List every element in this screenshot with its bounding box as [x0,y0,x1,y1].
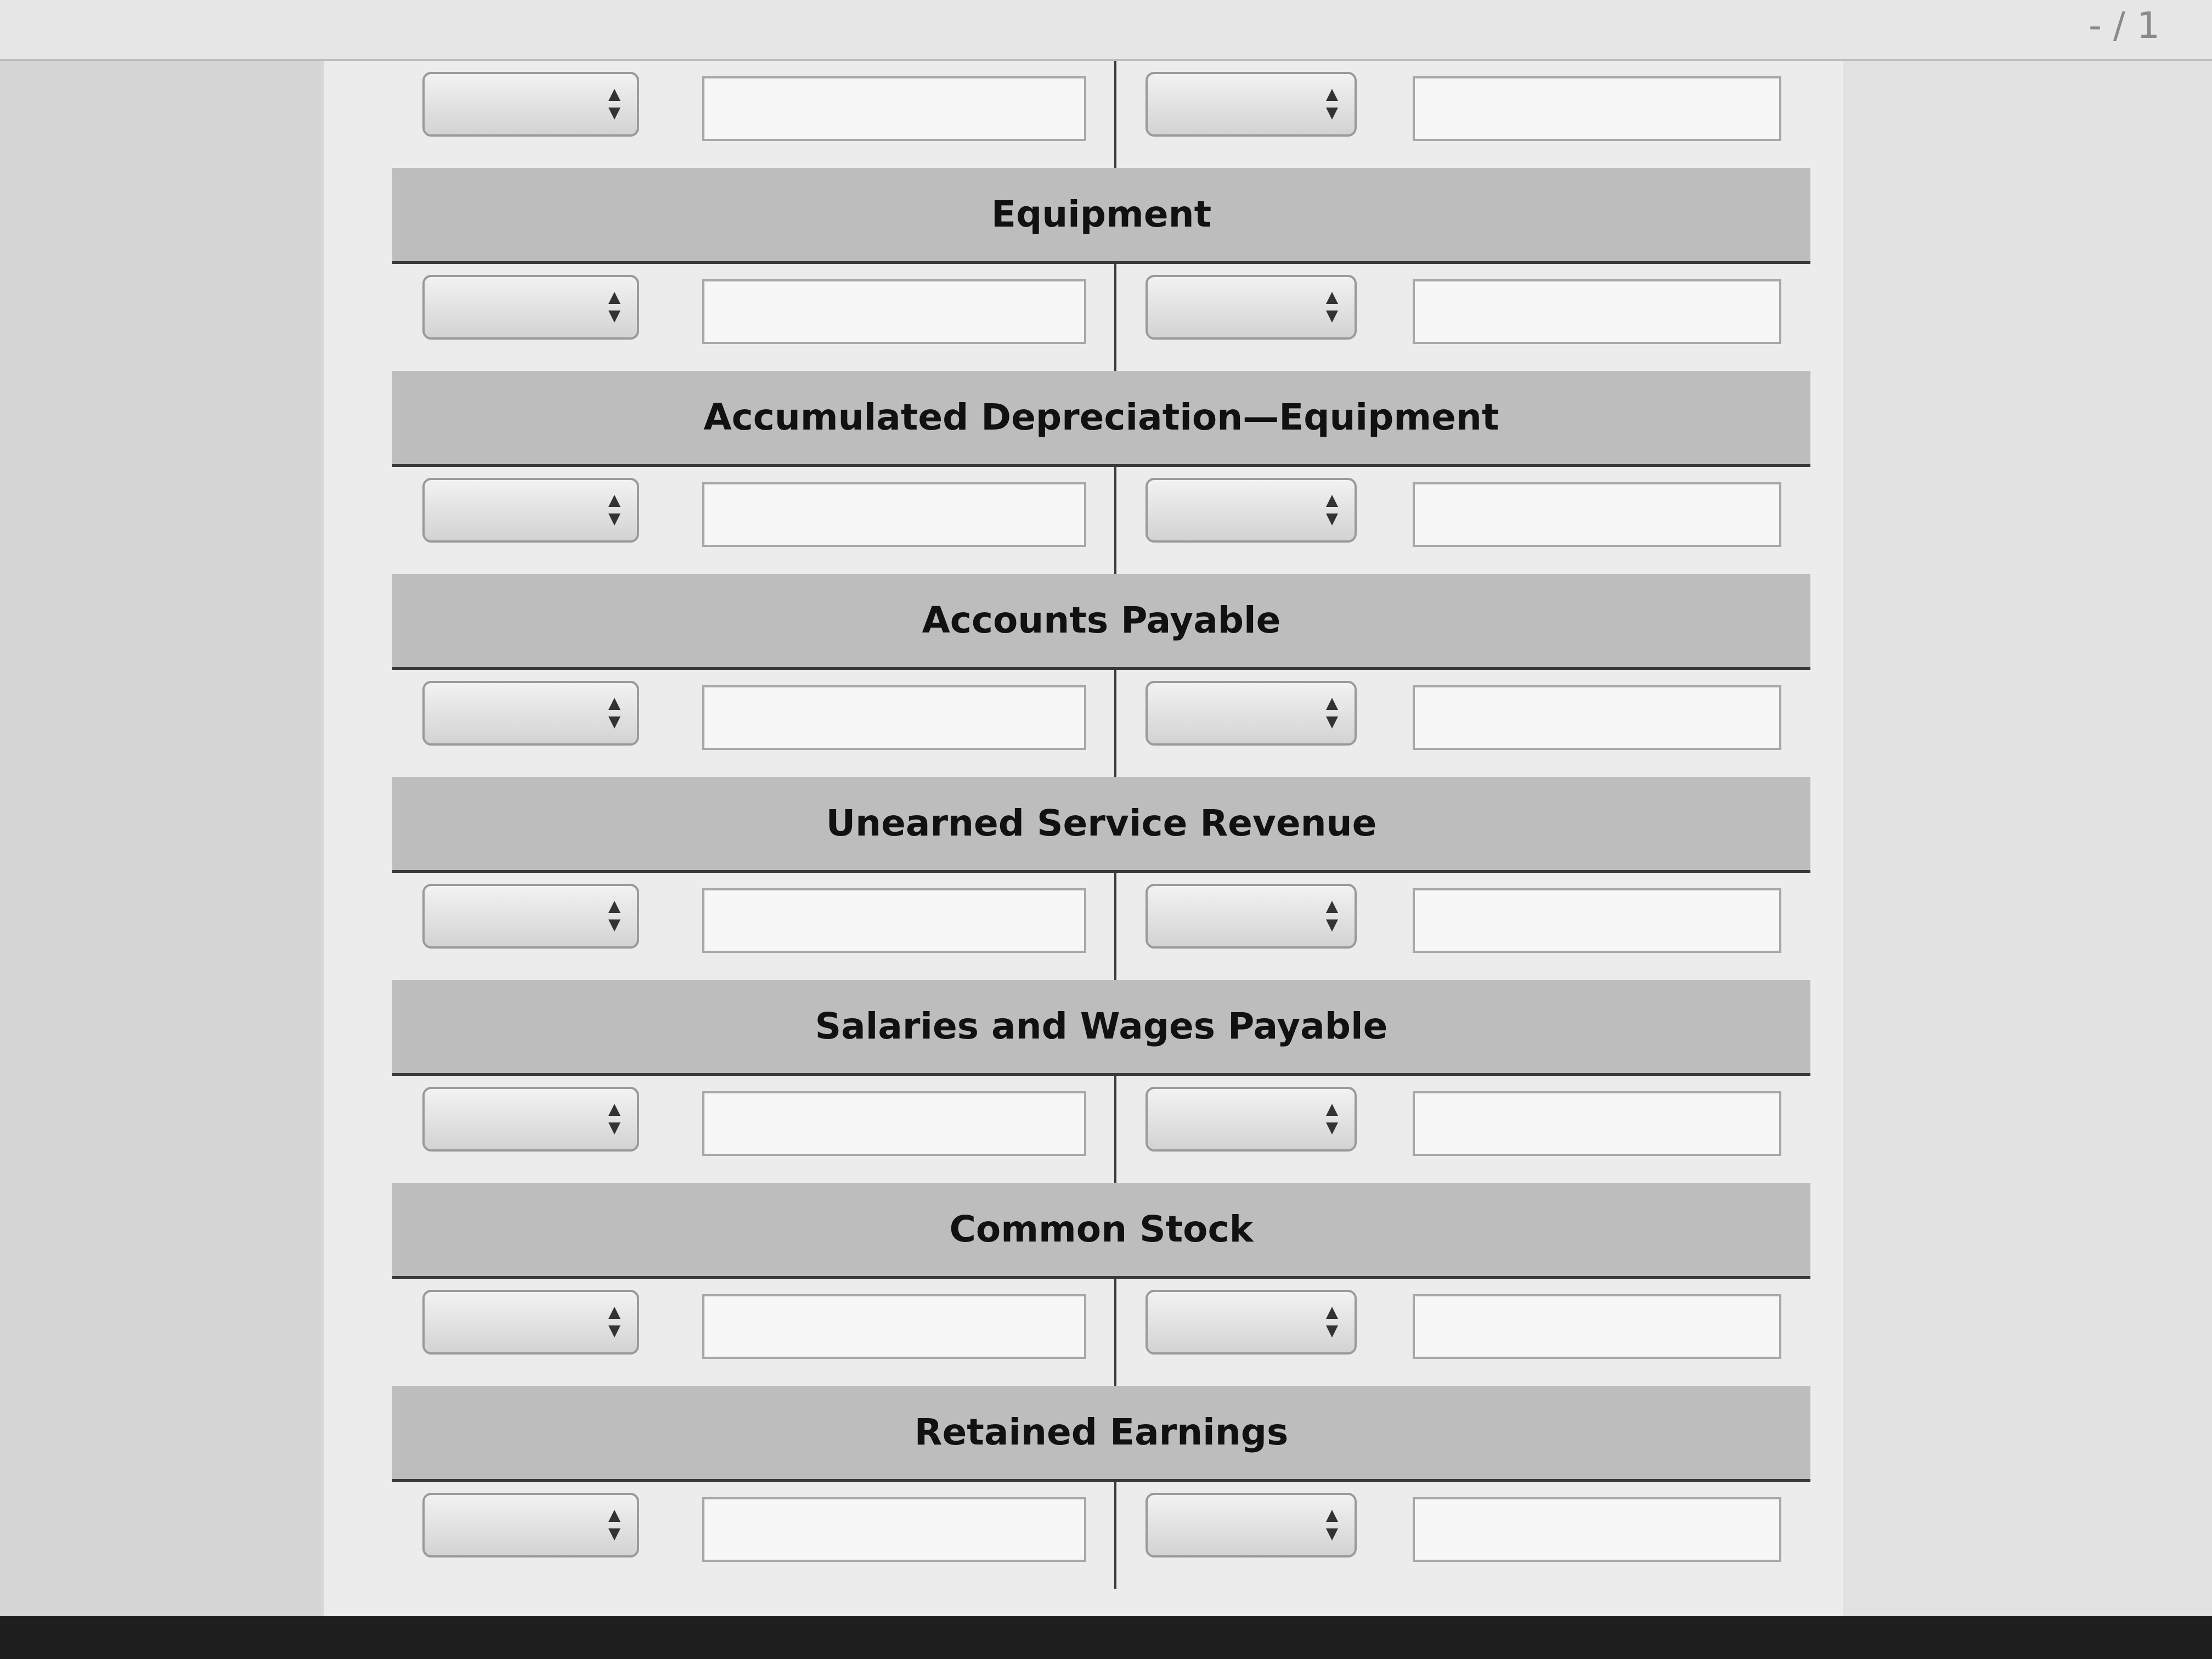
left-gutter [0,61,324,1616]
select-arrows-icon [608,292,620,323]
credit-date-select[interactable] [1146,1493,1357,1558]
debit-amount-input[interactable] [702,1497,1086,1562]
debit-amount-input[interactable] [702,685,1086,750]
debit-date-select[interactable] [422,884,639,949]
select-arrows-icon [608,89,620,120]
debit-date-select[interactable] [422,1087,639,1152]
select-arrows-icon [608,1510,620,1541]
credit-date-select[interactable] [1146,1290,1357,1355]
debit-date-select[interactable] [422,72,639,137]
credit-amount-input[interactable] [1413,1497,1781,1562]
debit-amount-input[interactable] [702,888,1086,953]
account-title-unearned-service-revenue: Unearned Service Revenue [392,777,1810,873]
select-arrows-icon [608,1104,620,1135]
t-account-row [392,264,1810,371]
select-arrows-icon [608,698,620,729]
t-account-row [392,61,1810,168]
t-account-row [392,670,1810,777]
top-bar: - / 1 [0,0,2212,61]
t-account-divider [1114,873,1116,980]
select-arrows-icon [1326,1307,1338,1338]
credit-amount-input[interactable] [1413,685,1781,750]
credit-date-select[interactable] [1146,478,1357,543]
t-account-row [392,1482,1810,1589]
select-arrows-icon [608,495,620,526]
t-account-divider [1114,61,1116,168]
t-account-row [392,1076,1810,1183]
select-arrows-icon [1326,698,1338,729]
debit-date-select[interactable] [422,478,639,543]
select-arrows-icon [1326,901,1338,932]
credit-date-select[interactable] [1146,681,1357,746]
credit-amount-input[interactable] [1413,1294,1781,1359]
t-account-row [392,467,1810,574]
select-arrows-icon [1326,292,1338,323]
credit-amount-input[interactable] [1413,482,1781,547]
debit-date-select[interactable] [422,275,639,340]
credit-amount-input[interactable] [1413,76,1781,141]
credit-amount-input[interactable] [1413,1091,1781,1156]
credit-amount-input[interactable] [1413,279,1781,344]
t-account-ledger: Equipment Accumulated Depreciation—Equip… [392,61,1810,1589]
credit-date-select[interactable] [1146,72,1357,137]
debit-amount-input[interactable] [702,279,1086,344]
debit-date-select[interactable] [422,1493,639,1558]
t-account-divider [1114,1482,1116,1589]
t-account-divider [1114,264,1116,371]
account-title-accounts-payable: Accounts Payable [392,574,1810,670]
credit-amount-input[interactable] [1413,888,1781,953]
t-account-divider [1114,1279,1116,1386]
t-account-divider [1114,467,1116,574]
select-arrows-icon [1326,1104,1338,1135]
select-arrows-icon [1326,495,1338,526]
account-title-equipment: Equipment [392,168,1810,264]
right-gutter [1843,61,2212,1616]
debit-amount-input[interactable] [702,1091,1086,1156]
t-account-divider [1114,1076,1116,1183]
credit-date-select[interactable] [1146,275,1357,340]
debit-amount-input[interactable] [702,1294,1086,1359]
debit-amount-input[interactable] [702,482,1086,547]
account-title-retained-earnings: Retained Earnings [392,1386,1810,1482]
t-account-row [392,1279,1810,1386]
select-arrows-icon [608,1307,620,1338]
credit-date-select[interactable] [1146,884,1357,949]
page-indicator: - / 1 [2088,4,2160,47]
account-title-common-stock: Common Stock [392,1183,1810,1279]
screen-bezel [0,1616,2212,1659]
debit-date-select[interactable] [422,681,639,746]
debit-amount-input[interactable] [702,76,1086,141]
select-arrows-icon [1326,1510,1338,1541]
select-arrows-icon [608,901,620,932]
credit-date-select[interactable] [1146,1087,1357,1152]
debit-date-select[interactable] [422,1290,639,1355]
t-account-row [392,873,1810,980]
account-title-accumulated-depreciation: Accumulated Depreciation—Equipment [392,371,1810,467]
account-title-salaries-and-wages-payable: Salaries and Wages Payable [392,980,1810,1076]
t-account-divider [1114,670,1116,777]
select-arrows-icon [1326,89,1338,120]
